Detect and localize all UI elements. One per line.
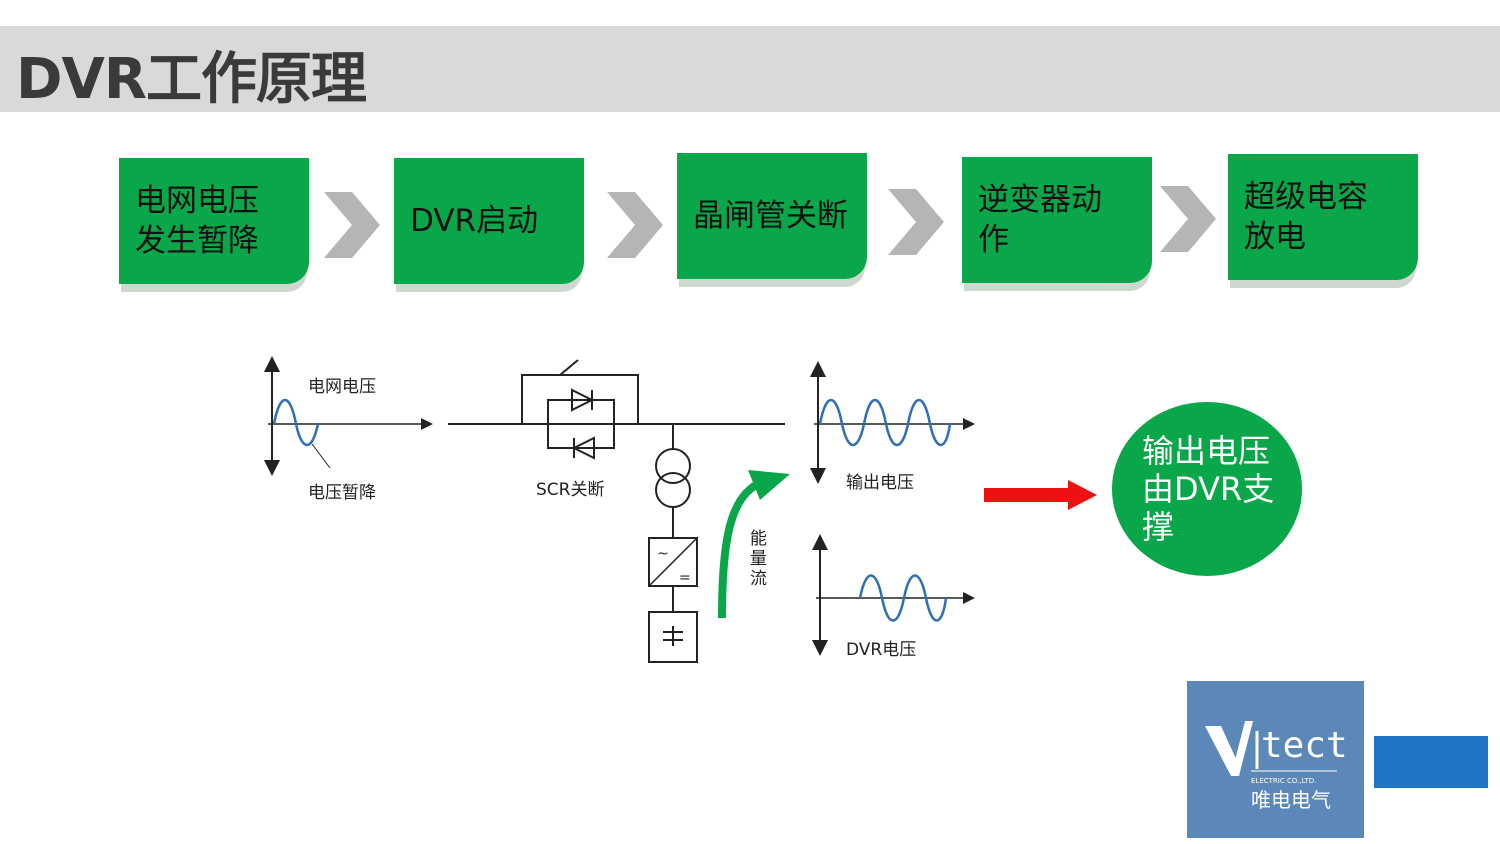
logo-brand: tect xyxy=(1261,725,1348,766)
output-voltage-plot: 输出电压 xyxy=(810,361,975,493)
step-1-label: 电网电压 发生暂降 xyxy=(135,183,259,259)
step-3-label: 晶闸管关断 xyxy=(693,198,848,234)
logo-cn-name: 唯电电气 xyxy=(1251,788,1331,812)
svg-text:~: ~ xyxy=(657,546,669,562)
result-circle: 输出电压 由DVR支 撑 xyxy=(1112,402,1302,576)
step-4: 逆变器动 作 xyxy=(962,157,1152,283)
output-voltage-label: 输出电压 xyxy=(846,473,914,493)
company-logo: tect ELECTRIC CO.,LTD. 唯电电气 xyxy=(1187,681,1364,838)
page-title: DVR工作原理 xyxy=(16,47,367,112)
energy-flow-arrow: 能 量 流 xyxy=(718,470,790,619)
step-3: 晶闸管关断 xyxy=(677,153,867,279)
chevron-right-icon xyxy=(324,192,380,258)
logo-company: ELECTRIC CO.,LTD. xyxy=(1251,777,1316,785)
dvr-voltage-label: DVR电压 xyxy=(846,640,916,660)
blue-block xyxy=(1374,736,1488,788)
step-2: DVR启动 xyxy=(394,158,584,284)
converter-chain: ~ = xyxy=(648,424,698,663)
energy-flow-char-1: 能 xyxy=(750,529,767,549)
step-2-label: DVR启动 xyxy=(410,203,539,239)
chevron-right-icon xyxy=(607,192,663,258)
title-bar: DVR工作原理 xyxy=(0,26,1500,112)
voltage-sag-label: 电压暂降 xyxy=(308,483,376,503)
energy-flow-char-3: 流 xyxy=(750,569,767,589)
result-arrow xyxy=(984,480,1097,510)
scr-off-label: SCR关断 xyxy=(536,480,604,500)
grid-voltage-plot: 电网电压 电压暂降 xyxy=(264,356,433,503)
step-1: 电网电压 发生暂降 xyxy=(119,158,309,284)
step-5: 超级电容 放电 xyxy=(1228,154,1418,280)
chevron-right-icon xyxy=(1160,186,1216,252)
scr-switch: SCR关断 xyxy=(448,359,785,500)
dvr-voltage-plot: DVR电压 xyxy=(812,534,975,660)
chevron-right-icon xyxy=(888,189,944,255)
grid-voltage-label: 电网电压 xyxy=(308,377,376,397)
step-5-label: 超级电容 放电 xyxy=(1244,179,1368,255)
svg-text:=: = xyxy=(679,570,691,586)
step-4-label: 逆变器动 作 xyxy=(978,182,1102,258)
energy-flow-char-2: 量 xyxy=(750,549,767,569)
